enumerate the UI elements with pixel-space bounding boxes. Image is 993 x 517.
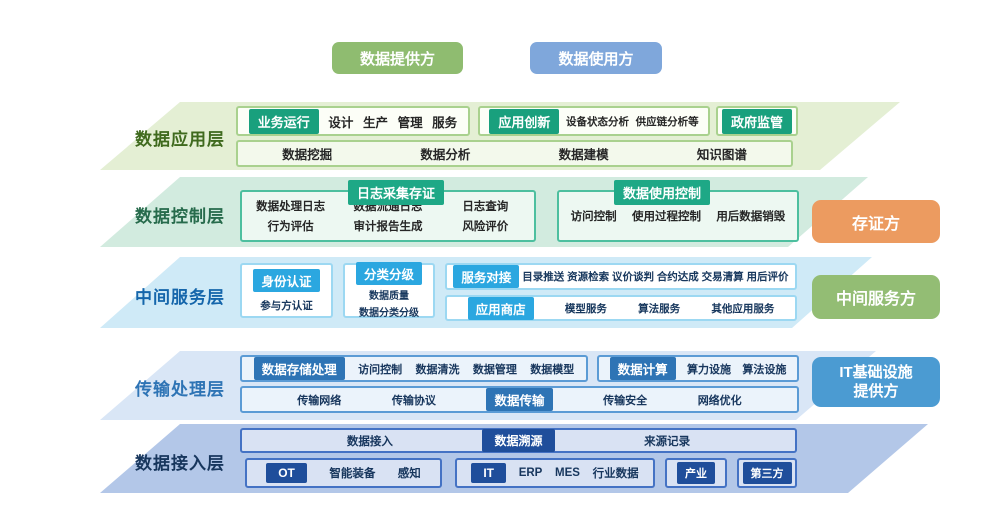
item: 数据管理	[472, 363, 517, 376]
item: 数据挖掘	[282, 148, 333, 162]
item: 日志查询	[462, 201, 509, 213]
legend-data-provider: 数据提供方	[332, 42, 463, 74]
item: 数据分析	[420, 148, 471, 162]
item: 用后数据销毁	[716, 211, 786, 223]
item: 供应链分析等	[635, 115, 699, 128]
item: 算力设施	[687, 363, 731, 376]
item: 议价谈判	[611, 271, 654, 283]
badge-data-transmission: 数据传输	[486, 388, 553, 411]
box-ot: OT 智能装备 感知	[245, 458, 442, 488]
badge-storage-processing: 数据存储处理	[253, 357, 345, 380]
item: 智能装备	[329, 468, 376, 480]
badge-industry: 产业	[677, 462, 715, 484]
layer-title-middle: 中间服务层	[135, 288, 225, 307]
log-column: 日志查询 风险评价	[437, 198, 534, 234]
item: 合约达成	[656, 271, 699, 283]
item: 数据处理日志	[256, 201, 326, 213]
legend-data-consumer: 数据使用方	[530, 42, 662, 74]
layer-title-access: 数据接入层	[135, 454, 225, 473]
box-app-capabilities: 数据挖掘 数据分析 数据建模 知识图谱	[236, 140, 793, 167]
layer-title-transport: 传输处理层	[135, 380, 225, 399]
role-intermediate-service-party: 中间服务方	[812, 275, 940, 319]
badge-app-innovation: 应用创新	[489, 108, 560, 134]
box-storage-processing: 数据存储处理 访问控制 数据清洗 数据管理 数据模型	[240, 355, 588, 382]
role-it-infra-line2: 提供方	[853, 383, 899, 400]
badge-app-store: 应用商店	[467, 296, 534, 320]
box-app-innovation: 应用创新 设备状态分析 供应链分析等	[478, 106, 710, 136]
item: 行为评估	[267, 221, 314, 233]
item: 其他应用服务	[711, 302, 775, 315]
item: 资源检索	[567, 271, 610, 283]
box-it: IT ERP MES 行业数据	[455, 458, 655, 488]
item: 数据清洗	[415, 363, 460, 376]
item: MES	[555, 467, 580, 479]
item: 算法服务	[638, 302, 681, 315]
layer-title-control: 数据控制层	[135, 207, 225, 226]
badge-usage-control: 数据使用控制	[614, 180, 711, 205]
item: 参与方认证	[260, 299, 313, 312]
layer-title-application: 数据应用层	[135, 130, 225, 149]
item: 管理	[397, 115, 423, 130]
item: 数据质量	[369, 291, 409, 302]
badge-government-supervision: 政府监管	[721, 108, 792, 134]
box-third-party: 第三方	[737, 458, 797, 488]
badge-service-docking: 服务对接	[453, 265, 520, 288]
box-transmission: 传输网络 传输协议 数据传输 传输安全 网络优化	[240, 386, 799, 413]
box-business-operation: 业务运行 设计 生产 管理 服务	[236, 106, 470, 136]
item: 设计	[328, 115, 354, 130]
box-industry: 产业	[665, 458, 727, 488]
badge-it: IT	[471, 463, 507, 483]
item: ERP	[518, 467, 543, 479]
item: 传输网络	[297, 394, 342, 407]
box-government-supervision: 政府监管	[716, 106, 798, 136]
item: 数据模型	[530, 363, 575, 376]
box-classification: 分类分级 数据质量 数据分类分级	[343, 262, 435, 319]
item: 访问控制	[570, 211, 617, 223]
item: 服务	[432, 115, 458, 130]
badge-business-operation: 业务运行	[248, 108, 319, 134]
box-identity-auth: 身份认证 参与方认证	[240, 263, 333, 318]
item: 风险评价	[462, 221, 509, 233]
role-evidence-party: 存证方	[812, 200, 940, 243]
item: 访问控制	[358, 363, 403, 376]
item: 网络优化	[697, 394, 742, 407]
item: 数据建模	[558, 148, 609, 162]
item: 行业数据	[592, 468, 639, 480]
item: 知识图谱	[696, 148, 747, 162]
role-it-infrastructure-provider: IT基础设施 提供方	[812, 357, 940, 407]
box-data-access-row: 数据接入 数据溯源 来源记录	[240, 428, 797, 453]
item: 感知	[397, 468, 421, 480]
badge-log-collection: 日志采集存证	[348, 180, 445, 205]
item: 生产	[362, 115, 388, 130]
box-app-store: 应用商店 模型服务 算法服务 其他应用服务	[445, 295, 797, 321]
badge-classification: 分类分级	[355, 262, 422, 285]
item: 算法设施	[742, 363, 787, 376]
item: 审计报告生成	[353, 221, 423, 233]
item: 设备状态分析	[566, 115, 629, 128]
item: 数据接入	[346, 435, 393, 448]
item: 交易清算	[701, 271, 744, 283]
badge-identity-auth: 身份认证	[253, 268, 320, 292]
badge-data-compute: 数据计算	[609, 357, 676, 380]
box-service-docking: 服务对接 目录推送 资源检索 议价谈判 合约达成 交易清算 用后评价	[445, 263, 797, 290]
item: 传输安全	[603, 394, 648, 407]
item: 用后评价	[746, 271, 789, 283]
item: 使用过程控制	[631, 211, 701, 223]
box-data-compute: 数据计算 算力设施 算法设施	[597, 355, 799, 382]
badge-third-party: 第三方	[742, 462, 792, 484]
item: 模型服务	[564, 302, 607, 315]
item: 目录推送	[522, 271, 565, 283]
item: 来源记录	[644, 435, 691, 448]
item: 传输协议	[391, 394, 436, 407]
badge-data-provenance: 数据溯源	[482, 429, 555, 452]
item: 数据分类分级	[359, 308, 419, 319]
badge-ot: OT	[266, 463, 307, 483]
role-it-infra-line1: IT基础设施	[839, 363, 913, 381]
log-column: 数据处理日志 行为评估	[242, 198, 339, 234]
